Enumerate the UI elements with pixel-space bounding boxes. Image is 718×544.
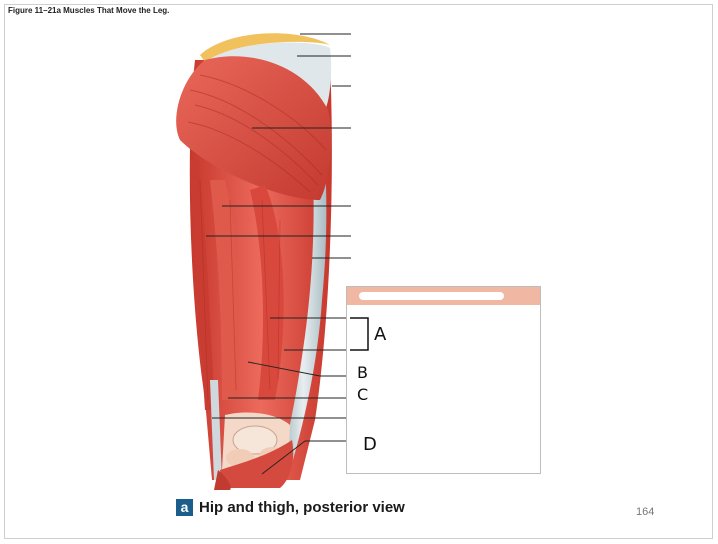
caption-badge: a: [176, 499, 193, 516]
caption-text: Hip and thigh, posterior view: [199, 499, 405, 516]
figure-caption: a Hip and thigh, posterior view: [176, 499, 405, 516]
gastrocnemius: [220, 440, 294, 488]
figure-title: Figure 11–21a Muscles That Move the Leg.: [8, 6, 170, 15]
gracilis: [210, 380, 222, 480]
page-number: 164: [636, 506, 655, 518]
iliac-crest: [200, 33, 330, 62]
semitendinosus: [210, 180, 239, 400]
biceps-femoris: [250, 185, 284, 400]
leader-lines: [206, 33, 351, 475]
redaction-mark: [359, 292, 504, 300]
answer-box: [346, 286, 541, 474]
knee-joint: [232, 425, 278, 455]
adductor-magnus: [190, 160, 215, 410]
